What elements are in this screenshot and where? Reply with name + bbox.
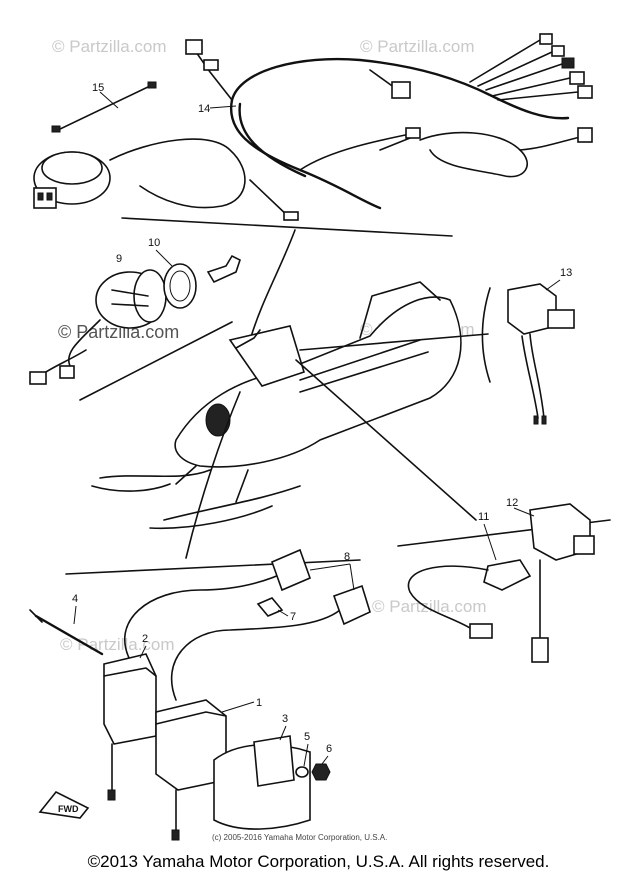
sensor-cable [109, 138, 246, 209]
watermark-lower-right: © Partzilla.com [372, 597, 487, 616]
switch-12-clamp [573, 535, 595, 555]
bracket-3 [253, 735, 295, 787]
bracket-13 [481, 287, 491, 383]
switch-11-body [483, 559, 532, 591]
ignition-coil-2 [103, 653, 157, 745]
fwd-label: FWD [58, 804, 79, 814]
callout-2: 2 [142, 633, 148, 645]
seat-back [359, 281, 441, 339]
callout-13: 13 [560, 267, 572, 279]
harness-lower-run [229, 98, 382, 210]
inline-copyright: (c) 2005-2016 Yamaha Motor Corporation, … [212, 833, 387, 842]
link-line-harness [249, 229, 296, 341]
harness-branch [299, 131, 421, 171]
switch-13-group: 13 [299, 267, 575, 425]
callout-6: 6 [326, 743, 332, 755]
plug-5 [577, 85, 593, 99]
callout-11: 11 [478, 511, 489, 523]
switch-12-plug [531, 637, 549, 663]
watermark-lower-left: © Partzilla.com [60, 635, 175, 654]
callout-10: 10 [148, 237, 160, 249]
harness-top-run [230, 57, 570, 120]
harness-inner-run [238, 102, 307, 178]
ski-left [99, 469, 211, 479]
plug-1 [539, 33, 553, 45]
nut-6 [311, 763, 331, 781]
plug-top-left [185, 39, 203, 55]
wire-15 [57, 85, 151, 131]
watermark-left-dark: © Partzilla.com [58, 322, 179, 342]
watermark-top-right: © Partzilla.com [360, 37, 475, 56]
hood-vent [205, 403, 231, 437]
sensor-cap [41, 151, 103, 185]
snowmobile-outline [91, 281, 462, 530]
snowmobile-body [174, 296, 462, 468]
fwd-arrow [38, 790, 90, 819]
plug-6 [577, 127, 593, 143]
callout-1: 1 [256, 697, 262, 709]
section-line-top [121, 217, 453, 237]
section-line-bottom [65, 559, 361, 575]
ignition-key [206, 254, 241, 284]
hv-lead-2 [170, 609, 341, 701]
callout-3: 3 [282, 713, 288, 725]
plug-3 [561, 57, 575, 69]
lamp-group: 9 10 [29, 237, 241, 401]
lamp-plug-2 [59, 365, 75, 379]
callout-5: 5 [304, 731, 310, 743]
link-line-13 [299, 333, 489, 351]
callout-8: 8 [344, 551, 350, 563]
callout-15: 15 [92, 82, 104, 94]
callout-14: 14 [198, 103, 210, 115]
callout-9: 9 [116, 253, 122, 265]
switch-11-12-group: 11 12 [295, 359, 611, 663]
hv-lead-1 [124, 569, 291, 661]
bolt-4 [34, 614, 104, 656]
footer-copyright: ©2013 Yamaha Motor Corporation, U.S.A. A… [87, 852, 550, 871]
link-line-11 [295, 359, 477, 521]
callout-4: 4 [72, 593, 78, 605]
sensor-plug [33, 187, 57, 209]
plug-mid [391, 81, 411, 99]
callout-12: 12 [506, 497, 518, 509]
wire-harness-group: 15 14 [33, 33, 593, 237]
plug-mid-2 [405, 127, 421, 139]
plug-4 [569, 71, 585, 85]
link-line-ignition [185, 391, 241, 559]
ski-right [163, 485, 301, 521]
plug-cap-1 [270, 548, 312, 592]
clip-7 [256, 597, 284, 617]
ignition-group: 4 8 7 2 1 3 5 [29, 548, 387, 842]
bezel-ring [163, 263, 197, 309]
section-line-lamp [79, 321, 233, 401]
callout-7: 7 [290, 611, 296, 623]
headlamp-lens [133, 269, 167, 323]
harness-right-loop [419, 131, 528, 178]
cable-end-plug [283, 211, 299, 221]
harness-right-lead [519, 135, 586, 151]
plug-2 [551, 45, 565, 57]
plug-cap-2 [332, 584, 371, 626]
lamp-plug-1 [29, 371, 47, 385]
switch-13-clamp [547, 309, 575, 329]
plug-top-left-2 [203, 59, 219, 71]
switch-11-cable [407, 565, 489, 629]
watermark-top-left: © Partzilla.com [52, 37, 167, 56]
switch-11-plug [469, 623, 493, 639]
washer-5 [295, 766, 309, 778]
